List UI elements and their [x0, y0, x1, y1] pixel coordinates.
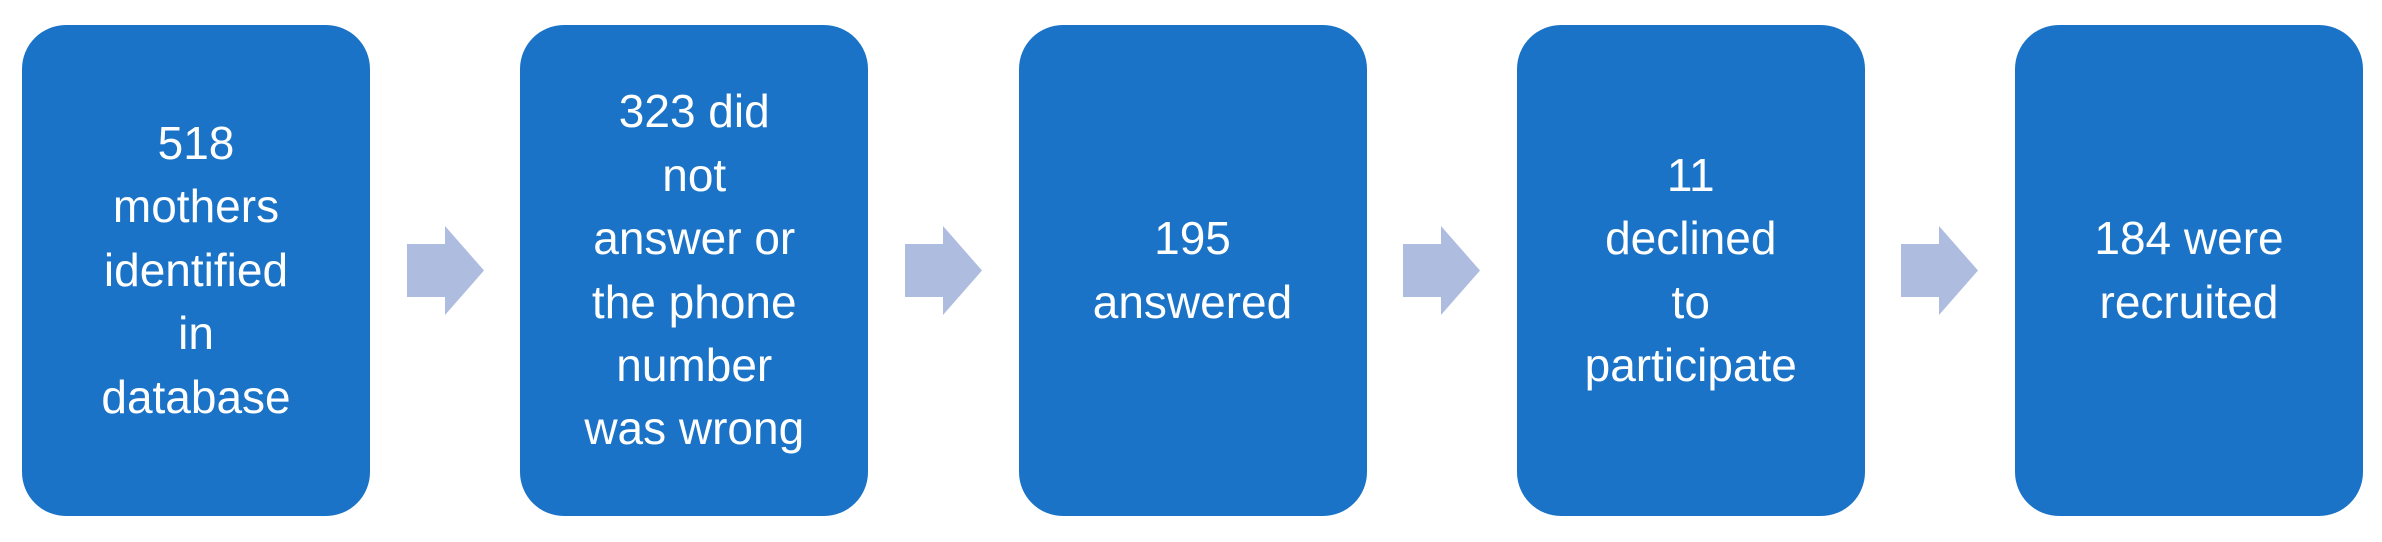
right-arrow-icon	[1901, 226, 1979, 315]
step-text-3: 195 answered	[1092, 212, 1293, 328]
right-arrow-icon	[904, 226, 982, 315]
connector-gap-2	[868, 25, 1018, 516]
connector-gap-1	[370, 25, 520, 516]
step-box-1: 518 mothers identified in database	[22, 25, 370, 516]
right-arrow-icon	[406, 226, 484, 315]
step-text-5: 184 were recruited	[2094, 212, 2284, 328]
step-text-4: 11 declined to participate	[1584, 148, 1797, 391]
right-arrow-icon	[1403, 226, 1481, 315]
step-box-4: 11 declined to participate	[1516, 25, 1865, 516]
step-text-2: 323 did not answer or the phone number w…	[584, 85, 805, 455]
step-box-2: 323 did not answer or the phone number w…	[520, 25, 869, 516]
connector-gap-4	[1865, 25, 2015, 516]
step-text-1: 518 mothers identified in database	[101, 116, 291, 423]
step-box-5: 184 were recruited	[2015, 25, 2363, 516]
connector-gap-3	[1367, 25, 1517, 516]
step-box-3: 195 answered	[1018, 25, 1367, 516]
